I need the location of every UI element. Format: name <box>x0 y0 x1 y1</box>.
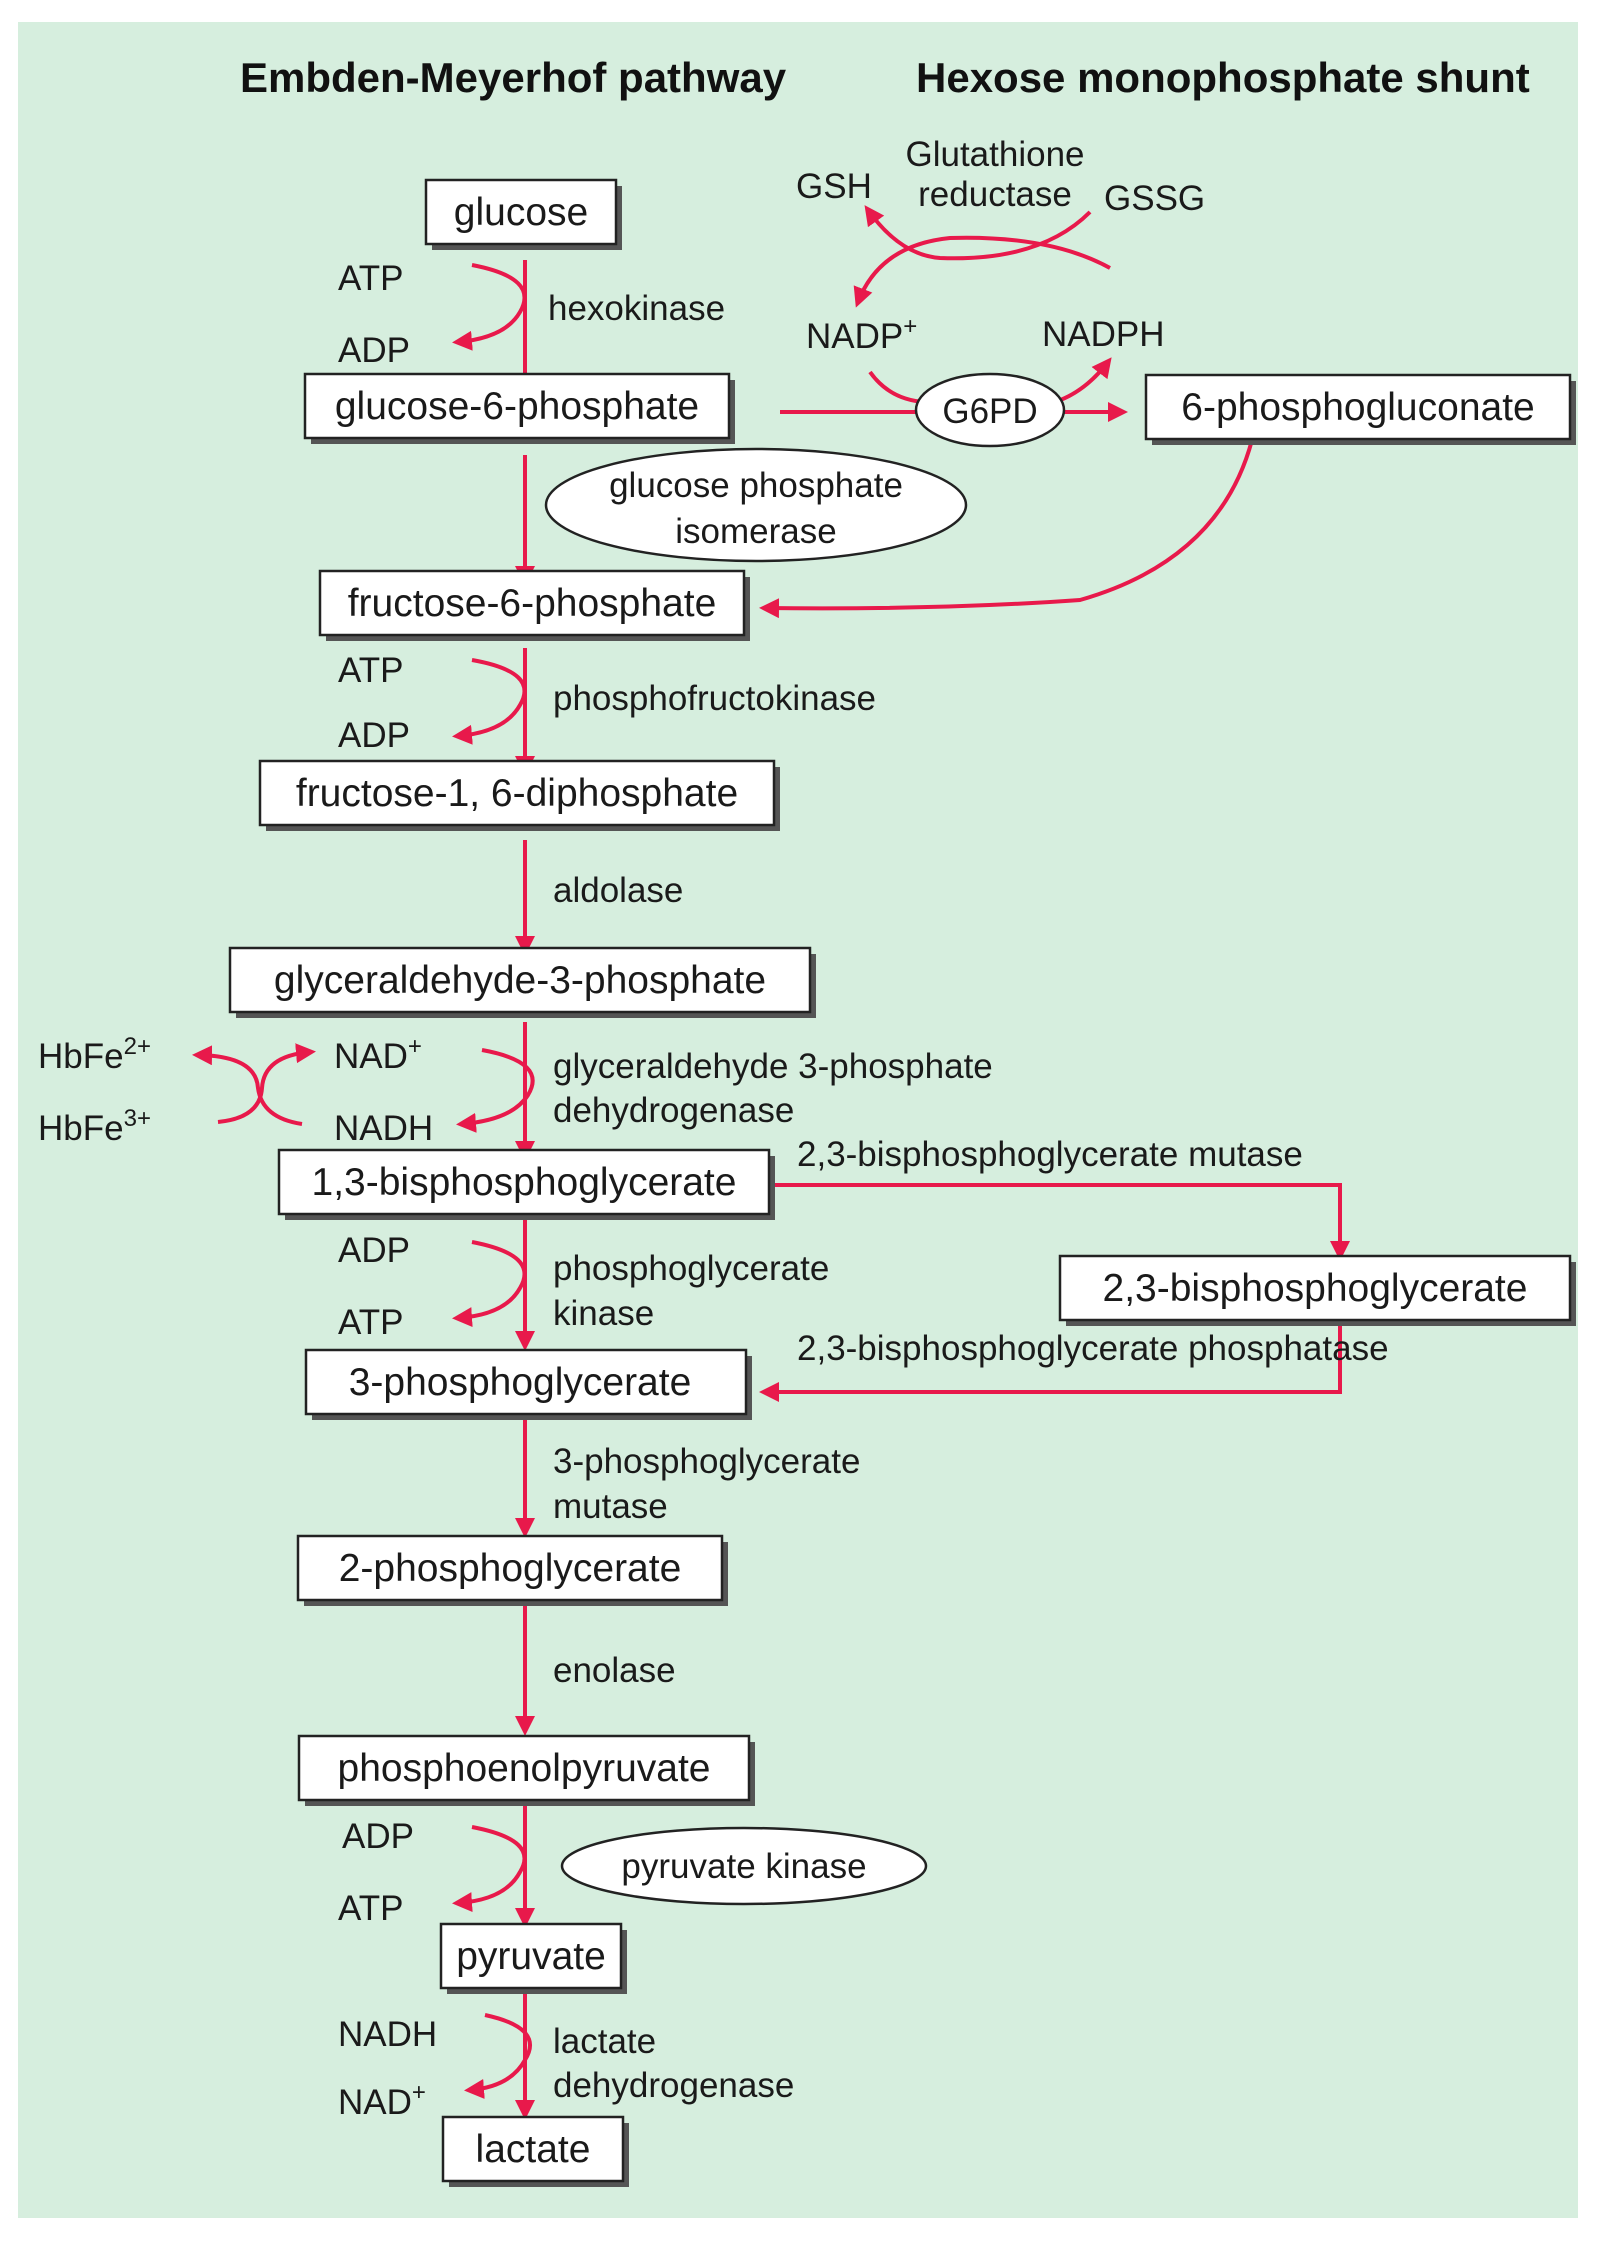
label-glutathione-reductase-line2: reductase <box>918 175 1072 214</box>
label-pyruvate: pyruvate <box>456 1935 606 1978</box>
arrow-6pg-to-f6p <box>759 439 1254 619</box>
label-glutathione-reductase-line1: Glutathione <box>905 135 1084 174</box>
label-phosphoenolpyruvate: phosphoenolpyruvate <box>338 1747 711 1790</box>
label-3-phosphoglycerate: 3-phosphoglycerate <box>349 1361 692 1404</box>
label-hbfe3: HbFe3+ <box>38 1105 151 1148</box>
box-2-phosphoglycerate: 2-phosphoglycerate <box>296 1534 728 1606</box>
box-phosphoenolpyruvate: phosphoenolpyruvate <box>297 1734 755 1806</box>
label-atp-pgk: ATP <box>338 1303 403 1342</box>
label-pgm-line2: mutase <box>553 1487 668 1526</box>
label-bpg-mutase: 2,3-bisphosphoglycerate mutase <box>797 1135 1303 1174</box>
arrow-hbfe3-to-nad <box>217 1043 316 1124</box>
arrow-nadh-nad-ldh <box>464 2013 532 2099</box>
label-6-phosphogluconate: 6-phosphogluconate <box>1181 386 1534 429</box>
label-adp-hexokinase: ADP <box>338 331 410 370</box>
arrow-g6pd-to-nadph <box>1054 357 1112 404</box>
label-aldolase: aldolase <box>553 871 683 910</box>
box-pyruvate: pyruvate <box>439 1922 627 1994</box>
label-ldh-line1: lactate <box>553 2022 656 2061</box>
label-gapdh-line1: glyceraldehyde 3-phosphate <box>553 1047 993 1086</box>
arrow-nadp-into-g6pd <box>868 370 926 404</box>
heading-hexose-monophosphate-shunt: Hexose monophosphate shunt <box>916 54 1530 101</box>
ellipse-glucose-phosphate-isomerase: glucose phosphate isomerase <box>544 447 968 563</box>
box-fructose-6-phosphate: fructose-6-phosphate <box>318 569 750 641</box>
box-2-3-bisphosphoglycerate: 2,3-bisphosphoglycerate <box>1058 1254 1576 1326</box>
label-gapdh-line2: dehydrogenase <box>553 1091 794 1130</box>
box-1-3-bisphosphoglycerate: 1,3-bisphosphoglycerate <box>277 1148 775 1220</box>
label-atp-pk: ATP <box>338 1889 403 1928</box>
box-6-phosphogluconate: 6-phosphogluconate <box>1144 373 1576 445</box>
label-adp-pfk: ADP <box>338 716 410 755</box>
label-pgm-line1: 3-phosphoglycerate <box>553 1442 860 1481</box>
ellipse-g6pd: G6PD <box>914 372 1066 448</box>
label-pgk-line2: kinase <box>553 1294 654 1333</box>
label-ldh-line2: dehydrogenase <box>553 2066 794 2105</box>
label-nad-plus-ldh: NAD+ <box>338 2079 426 2122</box>
arrow-gssg-to-gsh <box>864 205 1092 261</box>
label-g6pd: G6PD <box>942 392 1037 431</box>
box-3-phosphoglycerate: 3-phosphoglycerate <box>304 1348 752 1420</box>
box-glyceraldehyde-3-phosphate: glyceraldehyde-3-phosphate <box>228 946 816 1018</box>
label-enolase: enolase <box>553 1651 676 1690</box>
arrow-adp-atp-pgk <box>452 1240 527 1328</box>
label-2-3-bisphosphoglycerate: 2,3-bisphosphoglycerate <box>1103 1267 1528 1310</box>
label-atp-hexokinase: ATP <box>338 259 403 298</box>
arrow-23bpg-to-3pg <box>759 1325 1342 1402</box>
box-glucose-6-phosphate: glucose-6-phosphate <box>303 372 735 444</box>
label-gssg: GSSG <box>1104 179 1205 218</box>
label-pyruvate-kinase: pyruvate kinase <box>621 1847 866 1886</box>
label-lactate: lactate <box>476 2128 591 2171</box>
label-nadh-ldh: NADH <box>338 2015 437 2054</box>
label-1-3-bisphosphoglycerate: 1,3-bisphosphoglycerate <box>312 1161 737 1204</box>
label-nadph: NADPH <box>1042 315 1165 354</box>
box-fructose-1-6-diphosphate: fructose-1, 6-diphosphate <box>258 759 780 831</box>
arrow-nadh-to-hbfe2 <box>192 1045 303 1126</box>
label-adp-pgk: ADP <box>338 1231 410 1270</box>
label-hexokinase: hexokinase <box>548 289 725 328</box>
label-atp-pfk: ATP <box>338 651 403 690</box>
arrow-atp-adp-hexokinase <box>452 263 527 351</box>
label-hbfe2: HbFe2+ <box>38 1033 151 1076</box>
label-pgk-line1: phosphoglycerate <box>553 1249 829 1288</box>
label-glyceraldehyde-3-phosphate: glyceraldehyde-3-phosphate <box>274 959 766 1002</box>
label-phosphofructokinase: phosphofructokinase <box>553 679 876 718</box>
box-glucose: glucose <box>424 178 622 250</box>
label-gpi-line1: glucose phosphate <box>609 466 903 505</box>
arrow-13bpg-to-23bpg <box>775 1183 1350 1261</box>
label-adp-pk: ADP <box>342 1817 414 1856</box>
label-fructose-1-6-diphosphate: fructose-1, 6-diphosphate <box>296 772 738 815</box>
arrow-nadph-to-nadp-cycle <box>853 235 1111 308</box>
label-glucose-6-phosphate: glucose-6-phosphate <box>335 385 699 428</box>
label-nadh-gapdh: NADH <box>334 1109 433 1148</box>
label-nad-plus: NAD+ <box>334 1033 422 1076</box>
label-nadp-plus: NADP+ <box>806 313 917 356</box>
label-bpg-phosphatase: 2,3-bisphosphoglycerate phosphatase <box>797 1329 1389 1368</box>
label-glucose: glucose <box>454 191 588 234</box>
box-lactate: lactate <box>441 2115 629 2187</box>
label-2-phosphoglycerate: 2-phosphoglycerate <box>339 1547 682 1590</box>
label-gpi-line2: isomerase <box>675 512 836 551</box>
label-fructose-6-phosphate: fructose-6-phosphate <box>348 582 717 625</box>
label-gsh: GSH <box>796 167 872 206</box>
heading-embden-meyerhof: Embden-Meyerhof pathway <box>240 54 787 101</box>
arrow-adp-atp-pk <box>452 1825 527 1913</box>
arrow-nad-nadh <box>456 1048 535 1133</box>
arrow-atp-adp-pfk <box>452 658 527 745</box>
ellipse-pyruvate-kinase: pyruvate kinase <box>560 1826 928 1906</box>
